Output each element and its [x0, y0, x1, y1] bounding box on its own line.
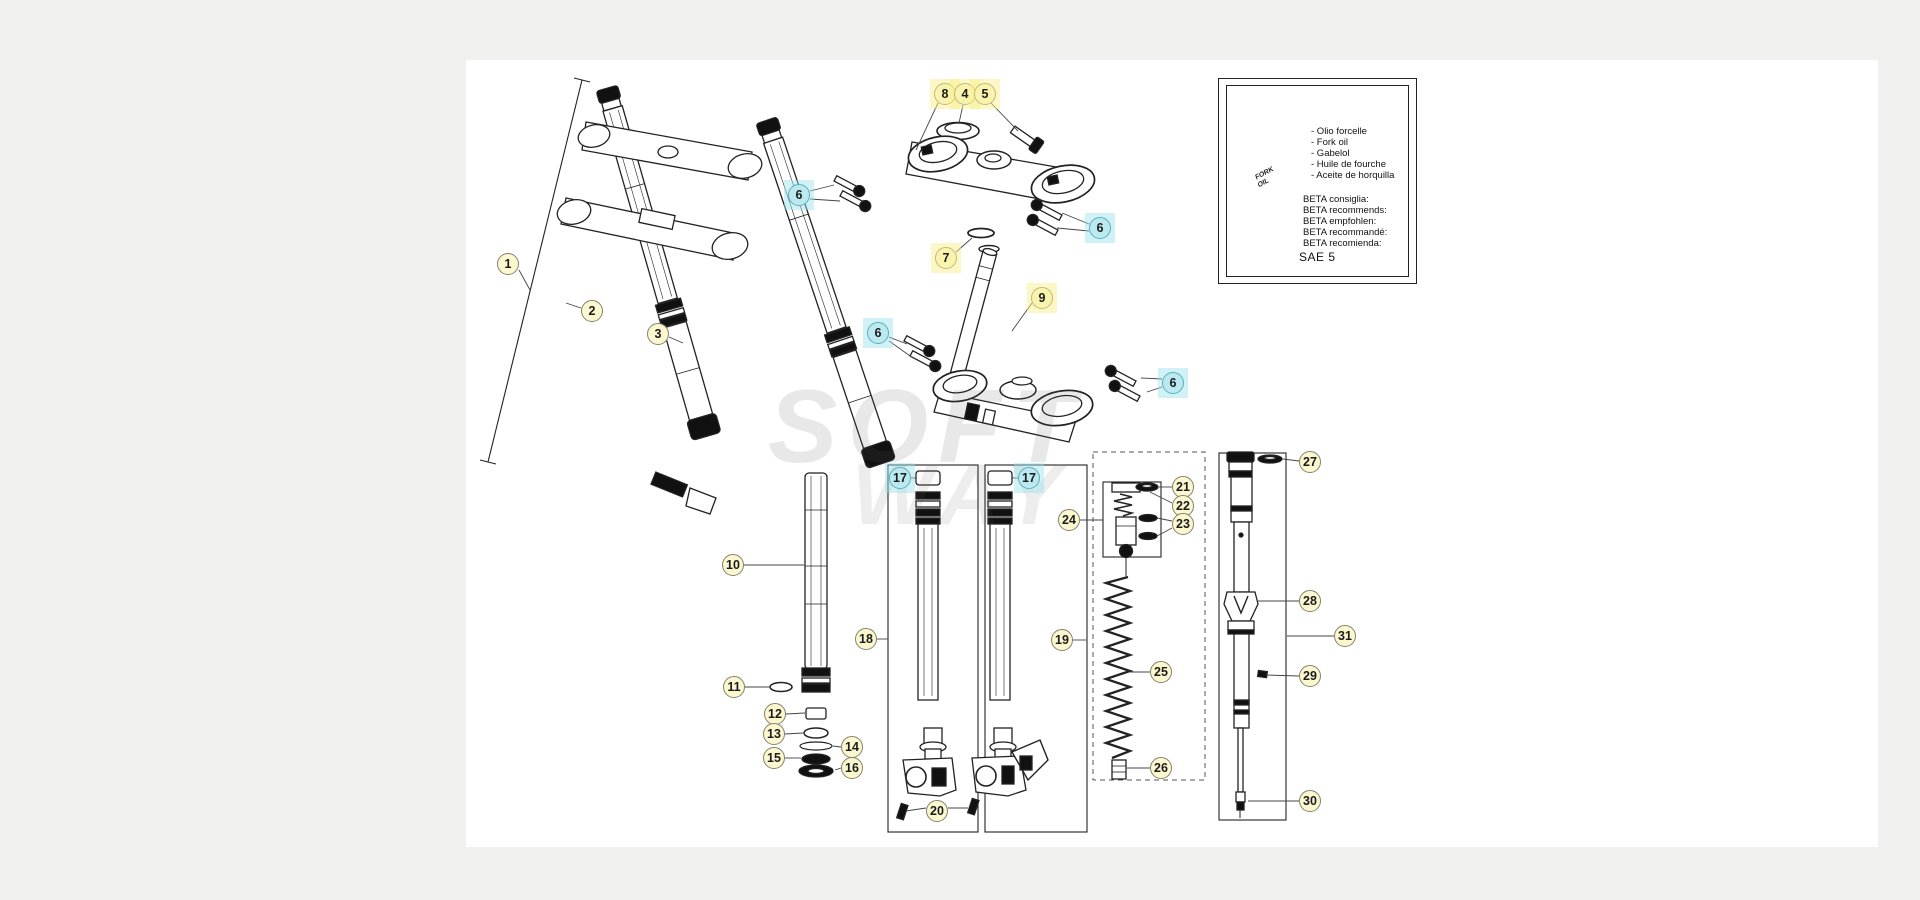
- group-rect-cartridge-parts: [1092, 451, 1206, 781]
- callout-31[interactable]: 31: [1334, 625, 1356, 647]
- oil-rec-de: BETA empfohlen:: [1303, 216, 1377, 227]
- left-assembly-clamps: [556, 121, 763, 515]
- callout-17[interactable]: 17: [885, 463, 915, 493]
- spring-part25: [1102, 575, 1134, 760]
- callout-3[interactable]: 3: [647, 323, 669, 345]
- oil-rec-it: BETA consiglia:: [1303, 194, 1369, 205]
- callout-26[interactable]: 26: [1150, 757, 1172, 779]
- fork-leg-right-complete: [756, 117, 896, 469]
- callout-22[interactable]: 22: [1172, 495, 1194, 517]
- clamp-bolts: [833, 174, 1141, 403]
- callout-28[interactable]: 28: [1299, 590, 1321, 612]
- oil-name-de: - Gabelol: [1311, 148, 1350, 159]
- callout-29[interactable]: 29: [1299, 665, 1321, 687]
- seal-parts-11-16: [769, 681, 834, 778]
- callout-6[interactable]: 6: [784, 180, 814, 210]
- callout-13[interactable]: 13: [763, 723, 785, 745]
- callout-7[interactable]: 7: [931, 243, 961, 273]
- callout-18[interactable]: 18: [855, 628, 877, 650]
- group-rect-18: [887, 464, 979, 833]
- lower-triple-clamp: [932, 369, 1094, 443]
- callout-20[interactable]: 20: [926, 800, 948, 822]
- diagram-canvas: [466, 60, 1878, 847]
- callout-10[interactable]: 10: [722, 554, 744, 576]
- oil-rec-es: BETA recomienda:: [1303, 238, 1382, 249]
- cartridge-assembly: [1223, 451, 1283, 818]
- callout-15[interactable]: 15: [763, 747, 785, 769]
- steering-stem: [949, 227, 1000, 377]
- callout-17[interactable]: 17: [1014, 463, 1044, 493]
- callout-16[interactable]: 16: [841, 757, 863, 779]
- spring-seat-part26: [1111, 759, 1127, 780]
- oil-name-it: - Olio forcelle: [1311, 126, 1367, 137]
- callout-14[interactable]: 14: [841, 736, 863, 758]
- oil-recommendation-list: BETA consiglia: BETA recommends: BETA em…: [1303, 194, 1387, 249]
- callout-9[interactable]: 9: [1027, 283, 1057, 313]
- oil-rec-fr: BETA recommandé:: [1303, 227, 1388, 238]
- oil-rec-en: BETA recommends:: [1303, 205, 1387, 216]
- oil-name-fr: - Huile de fourche: [1311, 159, 1386, 170]
- callout-25[interactable]: 25: [1150, 661, 1172, 683]
- callout-1[interactable]: 1: [497, 253, 519, 275]
- exploded-leg-left: [895, 470, 957, 821]
- callout-6[interactable]: 6: [1085, 213, 1115, 243]
- callout-5[interactable]: 5: [970, 79, 1000, 109]
- fork-oil-info-box: - Olio forcelle - Fork oil - Gabelol - H…: [1218, 78, 1417, 284]
- oil-name-en: - Fork oil: [1311, 137, 1348, 148]
- valve-stack: [1111, 482, 1159, 576]
- callout-23[interactable]: 23: [1172, 513, 1194, 535]
- callout-27[interactable]: 27: [1299, 451, 1321, 473]
- callout-6[interactable]: 6: [863, 318, 893, 348]
- callout-24[interactable]: 24: [1058, 509, 1080, 531]
- callout-21[interactable]: 21: [1172, 476, 1194, 498]
- callout-19[interactable]: 19: [1051, 629, 1073, 651]
- group-rect-19: [984, 464, 1088, 833]
- oil-name-es: - Aceite de horquilla: [1311, 170, 1395, 181]
- callout-30[interactable]: 30: [1299, 790, 1321, 812]
- oil-grade: SAE 5: [1299, 250, 1336, 264]
- callout-11[interactable]: 11: [723, 676, 745, 698]
- outer-tube-part10: [801, 472, 831, 693]
- callout-12[interactable]: 12: [764, 703, 786, 725]
- info-box-inner-border: - Olio forcelle - Fork oil - Gabelol - H…: [1226, 85, 1409, 277]
- exploded-leg-right: [966, 470, 1049, 816]
- oil-name-list: - Olio forcelle - Fork oil - Gabelol - H…: [1311, 126, 1394, 181]
- callout-2[interactable]: 2: [581, 300, 603, 322]
- upper-triple-clamp: [905, 121, 1096, 204]
- callout-6[interactable]: 6: [1158, 368, 1188, 398]
- bracket-line-part1: [479, 77, 591, 465]
